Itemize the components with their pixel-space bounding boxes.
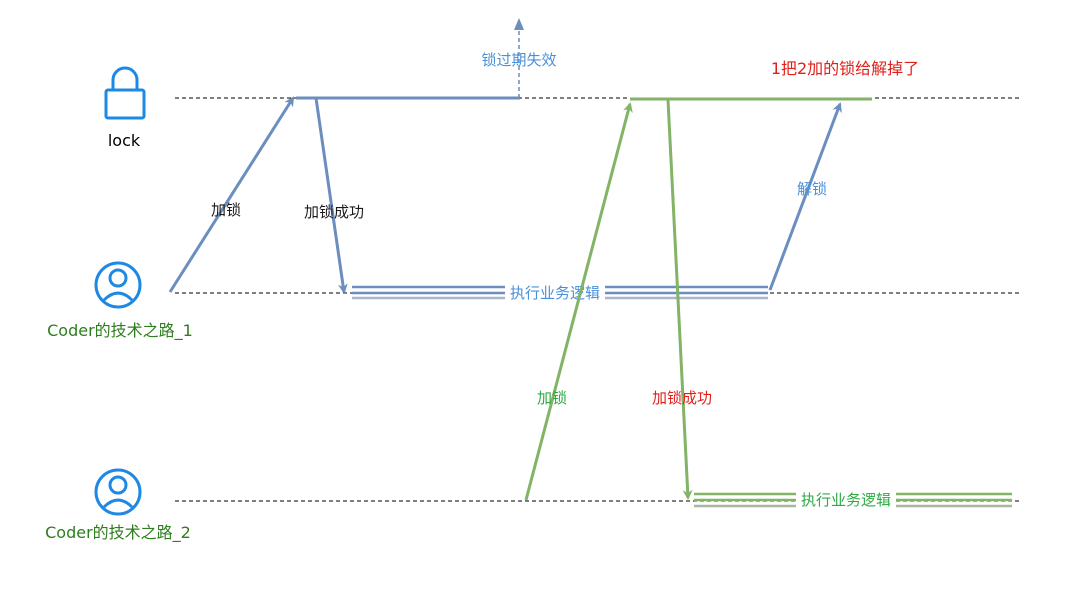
- client2-acquire-ok-arrow: [666, 99, 693, 500]
- lock-label: lock: [108, 131, 141, 150]
- user-icon: [94, 261, 142, 309]
- client1-label: Coder的技术之路_1: [47, 321, 193, 341]
- client1-acquire-ok-arrow: [314, 97, 348, 294]
- client2-label: Coder的技术之路_2: [45, 523, 191, 543]
- user-icon: [94, 468, 142, 516]
- client1-acquire-label: 加锁: [211, 201, 241, 219]
- client2-acquire-ok-label: 加锁成功: [652, 389, 712, 407]
- client1-acquire-ok-label: 加锁成功: [304, 203, 364, 221]
- lock-expired-label: 锁过期失效: [481, 51, 556, 69]
- lock-expired-arrowhead: [514, 18, 524, 30]
- client2-acquire-label: 加锁: [537, 389, 567, 407]
- client1-business-label: 执行业务逻辑: [510, 284, 600, 302]
- release-annotation: 1把2加的锁给解掉了: [771, 59, 919, 78]
- client1-acquire-arrow: [168, 96, 295, 293]
- client2-business-label-bg: [796, 489, 896, 509]
- client1-unlock-label: 解锁: [797, 180, 827, 198]
- client2-acquire-arrow: [524, 102, 633, 501]
- lock-icon: [104, 66, 146, 120]
- client2-business-label: 执行业务逻辑: [801, 491, 891, 509]
- client1-unlock-arrow: [768, 102, 842, 291]
